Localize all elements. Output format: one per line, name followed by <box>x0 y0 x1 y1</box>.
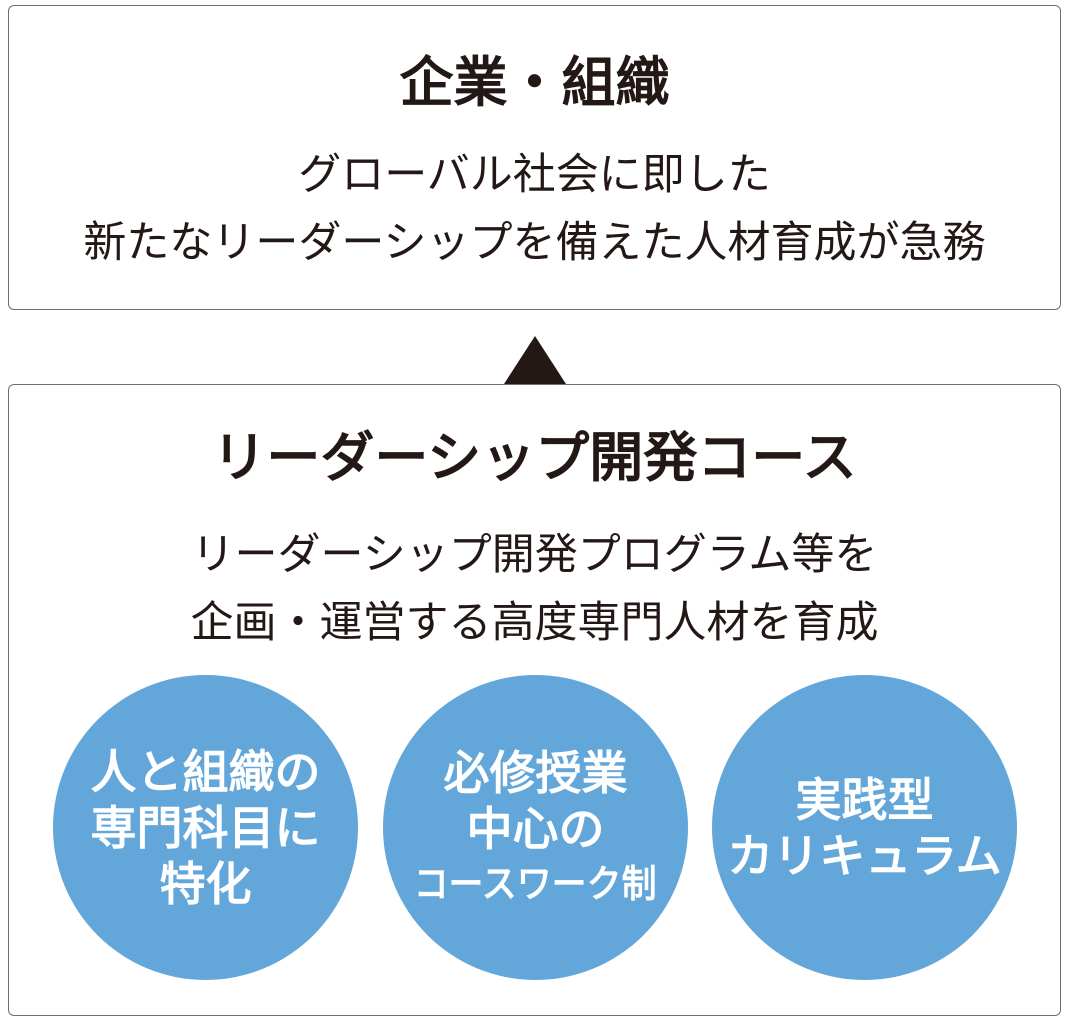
feature-circle-line: カリキュラム <box>727 828 1002 883</box>
leadership-course-title: リーダーシップ開発コース <box>212 426 857 489</box>
feature-circle-line: 人と組織の <box>90 744 321 799</box>
organization-title: 企業・組織 <box>399 51 670 114</box>
feature-circle-line: 中心の <box>466 801 605 856</box>
feature-circle-line: コースワーク制 <box>414 861 657 906</box>
up-arrow-icon <box>504 336 566 384</box>
organization-box: 企業・組織 グローバル社会に即した 新たなリーダーシップを備えた人材育成が急務 <box>8 5 1061 310</box>
feature-circle-practical-curriculum: 実践型 カリキュラム <box>712 675 1017 980</box>
organization-description-line-2: 新たなリーダーシップを備えた人材育成が急務 <box>83 218 986 268</box>
leadership-course-description-line-2: 企画・運営する高度専門人材を育成 <box>190 598 879 648</box>
feature-circle-line: 実践型 <box>795 772 934 827</box>
feature-circle-coursework: 必修授業 中心の コースワーク制 <box>383 675 688 980</box>
feature-circle-line: 特化 <box>159 856 252 911</box>
feature-circle-specialized-subjects: 人と組織の 専門科目に 特化 <box>53 675 358 980</box>
organization-description-line-1: グローバル社会に即した <box>298 150 771 200</box>
leadership-course-description-line-1: リーダーシップ開発プログラム等を <box>191 530 878 580</box>
feature-circle-line: 専門科目に <box>90 800 321 855</box>
feature-circle-line: 必修授業 <box>443 745 628 800</box>
